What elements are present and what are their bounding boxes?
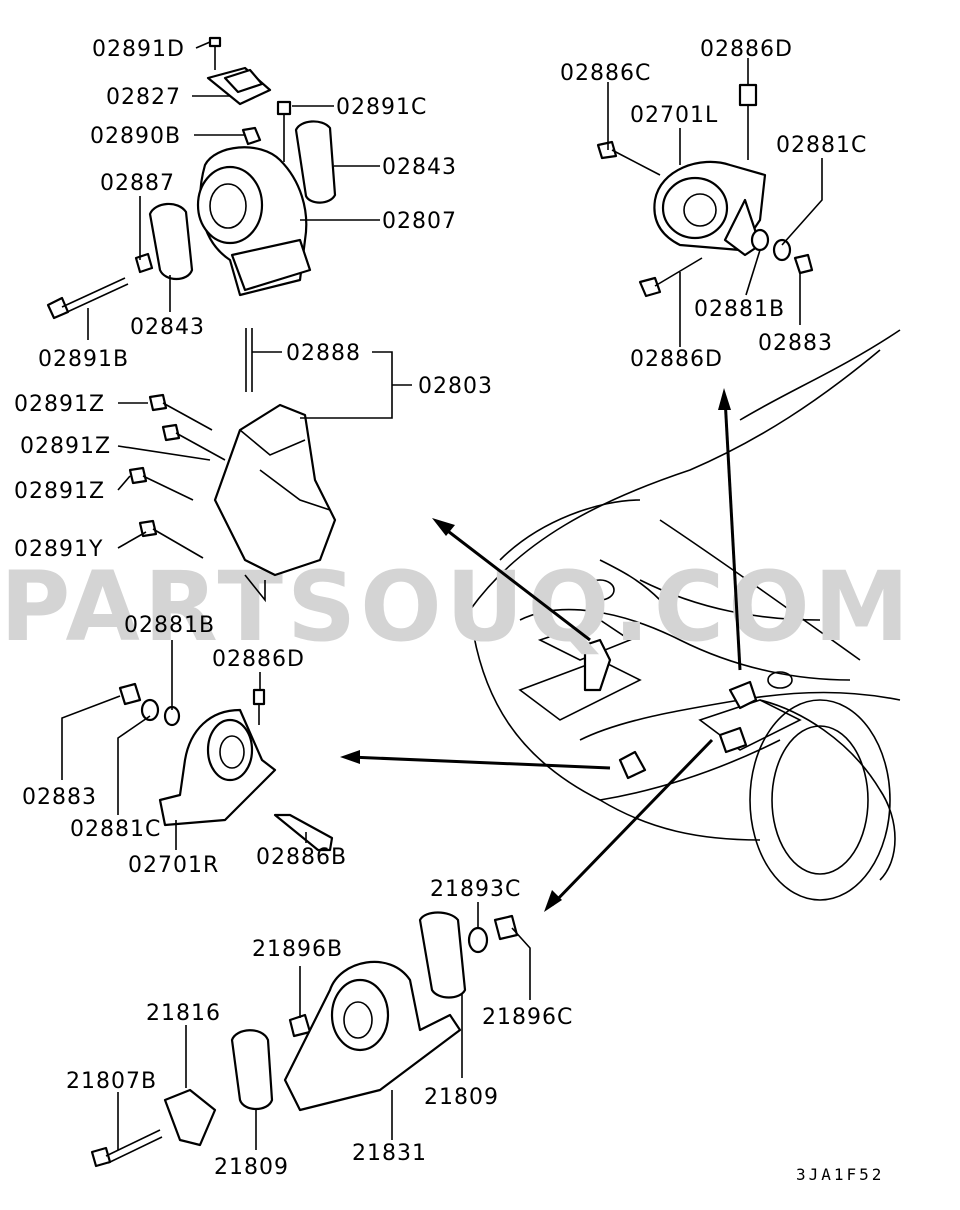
label-02891Z-2: 02891Z: [20, 434, 111, 459]
callout-labels: 02891D 02827 02891C 02890B 02843 02887 0…: [14, 37, 884, 1184]
pointer-arrows: [340, 388, 742, 912]
label-02888: 02888: [286, 341, 361, 366]
label-02886D-left: 02886D: [212, 647, 305, 672]
label-02891Y: 02891Y: [14, 537, 103, 562]
label-02843-lower: 02843: [130, 315, 205, 340]
label-02881B-top: 02881B: [694, 297, 785, 322]
label-02701L: 02701L: [630, 103, 718, 128]
label-02891B: 02891B: [38, 347, 129, 372]
label-21896C: 21896C: [482, 1005, 573, 1030]
part-group-02701L: [596, 83, 814, 298]
label-02881C-top: 02881C: [776, 133, 867, 158]
label-02827: 02827: [106, 85, 181, 110]
label-02701R: 02701R: [128, 853, 219, 878]
label-02881C-left: 02881C: [70, 817, 161, 842]
part-group-02803: [128, 328, 337, 577]
label-02886D-mid: 02886D: [630, 347, 723, 372]
label-02891Z-1: 02891Z: [14, 392, 105, 417]
label-21816: 21816: [146, 1001, 221, 1026]
part-group-21831: [90, 911, 519, 1168]
label-21809-left: 21809: [214, 1155, 289, 1180]
leader-lines: [61, 41, 823, 1150]
vehicle-engine-bay-illustration: [469, 329, 901, 901]
label-21809-right: 21809: [424, 1085, 499, 1110]
label-02881B-left: 02881B: [124, 613, 215, 638]
label-02883-top: 02883: [758, 331, 833, 356]
label-02891C: 02891C: [336, 95, 427, 120]
label-21893C: 21893C: [430, 877, 521, 902]
label-02803: 02803: [418, 374, 493, 399]
part-group-02807: [46, 36, 337, 320]
part-group-02701R: [118, 682, 334, 852]
label-02891D: 02891D: [92, 37, 185, 62]
label-02883-left: 02883: [22, 785, 97, 810]
drawing-code: 3JA1F52: [796, 1165, 884, 1184]
label-02886C: 02886C: [560, 61, 651, 86]
label-21896B: 21896B: [252, 937, 343, 962]
label-02807: 02807: [382, 209, 457, 234]
label-02886B: 02886B: [256, 845, 347, 870]
label-02891Z-3: 02891Z: [14, 479, 105, 504]
label-02887: 02887: [100, 171, 175, 196]
watermark-text: PARTSOUQ.COM: [0, 551, 913, 663]
label-21831: 21831: [352, 1141, 427, 1166]
label-21807B: 21807B: [66, 1069, 157, 1094]
label-02843-upper: 02843: [382, 155, 457, 180]
label-02890B: 02890B: [90, 124, 181, 149]
label-02886D-top: 02886D: [700, 37, 793, 62]
